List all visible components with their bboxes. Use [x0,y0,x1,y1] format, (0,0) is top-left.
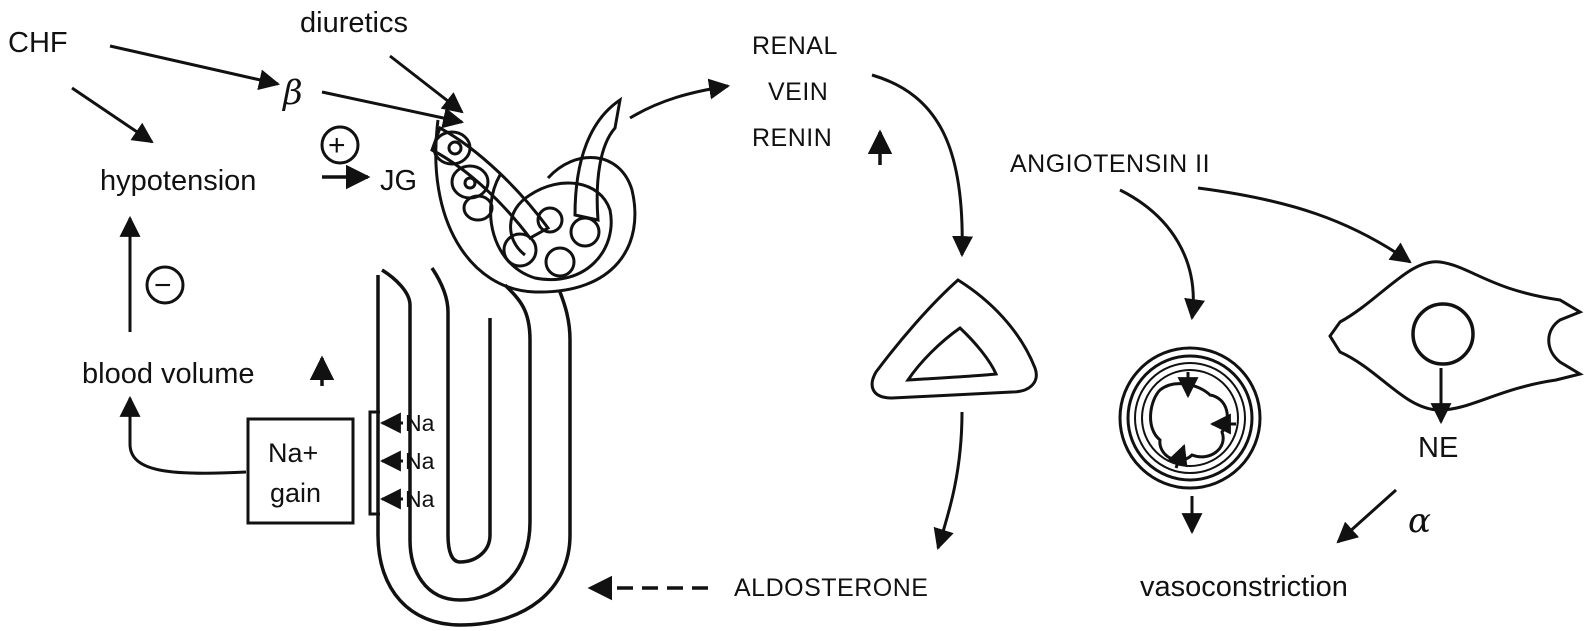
arrow-chf-to-hypotension [72,88,152,142]
adrenal-gland-drawing [872,280,1036,398]
arrow-angiotensin-to-arteriole [1120,190,1193,318]
angiotensin-label: ANGIOTENSIN II [1010,150,1210,178]
renin-label: RENIN [752,124,832,152]
arrow-kidney-to-renal-vein [630,86,728,118]
arrow-na-gain-to-blood-volume [130,398,246,473]
arteriole-cross-section-drawing [1120,348,1260,488]
arrow-adrenal-to-aldosterone [938,412,962,548]
alpha-symbol: α [1408,501,1431,541]
ne-label: NE [1418,432,1458,464]
renal-label: RENAL [752,32,838,60]
minus-sign: − [154,269,172,302]
na-gain-line2: gain [270,478,321,508]
aldosterone-label: ALDOSTERONE [734,574,928,602]
arrow-chf-to-beta [110,46,278,84]
arrow-angiotensin-to-nerve [1198,188,1410,262]
arrow-ne-to-vasoconstriction [1338,490,1396,542]
plus-sign: + [328,129,346,162]
hypotension-label: hypotension [100,165,256,197]
jg-label: JG [380,165,417,197]
arrow-diuretics-to-kidney [390,56,462,112]
chf-label: CHF [8,27,68,59]
diuretics-label: diuretics [300,7,408,39]
na-gain-line1: Na+ [268,438,318,468]
vein-label: VEIN [768,78,828,106]
arrow-renin-to-adrenal [872,75,962,255]
beta-symbol: β [281,73,303,113]
vasoconstriction-label: vasoconstriction [1140,571,1348,603]
nerve-terminal-drawing [1330,262,1580,410]
blood-volume-label: blood volume [82,358,255,390]
